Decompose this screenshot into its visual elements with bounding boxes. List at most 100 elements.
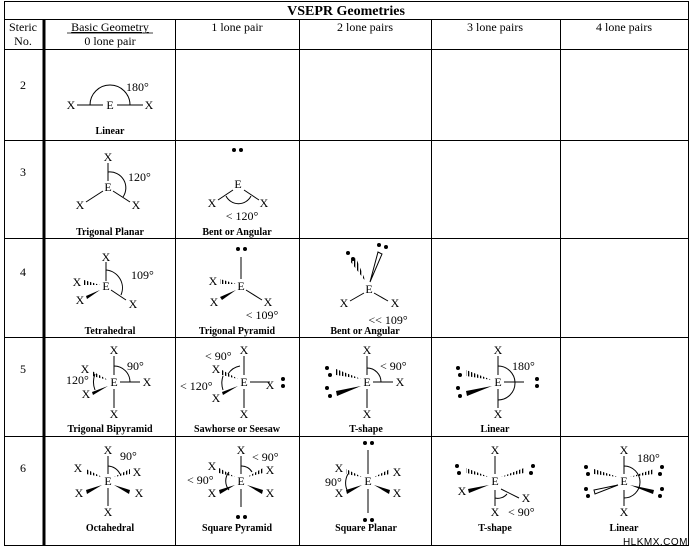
bond-angle-label: < 109° xyxy=(246,308,279,322)
ligand-atom: X xyxy=(494,343,503,357)
steric-number-5: 5 xyxy=(20,362,26,376)
ligand-atom: X xyxy=(135,486,144,500)
central-atom: E xyxy=(240,375,247,389)
steric-number-2: 2 xyxy=(20,78,26,92)
bond-angle-label: < 90° xyxy=(380,359,407,373)
bond-angle-label: 90° xyxy=(120,449,137,463)
ligand-atom: X xyxy=(212,391,221,405)
ligand-atom: X xyxy=(76,293,85,307)
geometry-name-square-pyramid: Square Pyramid xyxy=(202,523,273,534)
ligand-atom: X xyxy=(264,295,273,309)
steric-number-6: 6 xyxy=(20,461,26,475)
central-atom: E xyxy=(106,98,113,112)
ligand-atom: X xyxy=(208,459,217,473)
ligand-atom: X xyxy=(266,378,275,392)
central-atom: E xyxy=(102,279,109,293)
table-title: VSEPR Geometries xyxy=(287,4,405,19)
ligand-atom: X xyxy=(522,491,531,505)
geometry-name-tetrahedral: Tetrahedral xyxy=(85,326,136,337)
geometry-name-trigonal-planar: Trigonal Planar xyxy=(76,227,144,238)
diagram-square-planar: E X X X X 90° Square Planar xyxy=(325,441,402,534)
ligand-atom: X xyxy=(208,196,217,210)
diagram-square-pyramid: E X X X X X < 90° < 90° Square Pyramid xyxy=(187,443,279,534)
bond-angle-label: 109° xyxy=(131,268,154,282)
bond-angle-label: 90° xyxy=(325,475,342,489)
geometry-name-trigonal-bipyramid: Trigonal Bipyramid xyxy=(67,424,153,435)
ligand-atom: X xyxy=(110,407,119,421)
geometry-name-t-shape: T-shape xyxy=(349,424,383,435)
ligand-atom: X xyxy=(393,465,402,479)
ligand-atom: X xyxy=(335,461,344,475)
bond-angle-label: < 90° xyxy=(205,349,232,363)
ligand-atom: X xyxy=(391,296,400,310)
header-two-lone-pairs: 2 lone pairs xyxy=(337,20,393,34)
header-steric-line1: Steric xyxy=(9,20,37,34)
ligand-atom: X xyxy=(67,98,76,112)
diagram-linear-5: E X X 180° Linear xyxy=(456,343,539,435)
diagram-trigonal-pyramid: E X X X < 109° Trigonal Pyramid xyxy=(199,247,279,337)
diagram-bent-3: E X X < 120° Bent or Angular xyxy=(202,148,272,238)
central-atom: E xyxy=(494,375,501,389)
diagram-linear-6: E X X 180° Linear xyxy=(584,443,664,534)
geometry-name-square-planar: Square Planar xyxy=(335,523,397,534)
diagram-t-shape-5: E X X X < 90° T-shape xyxy=(325,343,407,435)
bond-angle-label: < 90° xyxy=(252,450,279,464)
ligand-atom: X xyxy=(335,486,344,500)
ligand-atom: X xyxy=(129,297,138,311)
ligand-atom: X xyxy=(393,486,402,500)
geometry-name-trigonal-pyramid: Trigonal Pyramid xyxy=(199,326,276,337)
bond-angle-label: 180° xyxy=(512,359,535,373)
ligand-atom: X xyxy=(81,362,90,376)
header-three-lone-pairs: 3 lone pairs xyxy=(467,20,523,34)
ligand-atom: X xyxy=(340,296,349,310)
ligand-atom: X xyxy=(145,98,154,112)
ligand-atom: X xyxy=(620,505,629,519)
bond-angle-label: 180° xyxy=(126,80,149,94)
bond-angle-label: < 120° xyxy=(180,379,213,393)
bond-angle-label: << 109° xyxy=(368,313,408,327)
geometry-name-seesaw: Sawhorse or Seesaw xyxy=(194,424,281,435)
ligand-atom: X xyxy=(491,505,500,519)
ligand-atom: X xyxy=(104,505,113,519)
ligand-atom: X xyxy=(210,295,219,309)
diagram-linear-2: E X X 180° Linear xyxy=(67,80,154,137)
central-atom: E xyxy=(237,279,244,293)
header-four-lone-pairs: 4 lone pairs xyxy=(596,20,652,34)
header-steric-line2: No. xyxy=(14,34,32,48)
ligand-atom: X xyxy=(240,407,249,421)
central-atom: E xyxy=(104,180,111,194)
ligand-atom: X xyxy=(74,461,83,475)
ligand-atom: X xyxy=(237,443,246,457)
steric-number-4: 4 xyxy=(20,265,26,279)
central-atom: E xyxy=(363,375,370,389)
geometry-name-bent: Bent or Angular xyxy=(330,326,400,337)
ligand-atom: X xyxy=(266,486,275,500)
geometry-name-linear: Linear xyxy=(96,126,125,137)
ligand-atom: X xyxy=(363,343,372,357)
ligand-atom: X xyxy=(458,484,467,498)
ligand-atom: X xyxy=(132,198,141,212)
diagram-t-shape-6: E X X X X < 90° T-shape xyxy=(455,443,535,534)
ligand-atom: X xyxy=(494,407,503,421)
ligand-atom: X xyxy=(240,343,249,357)
table-grid xyxy=(4,1,689,546)
ligand-atom: X xyxy=(104,150,113,164)
header-one-lone-pair: 1 lone pair xyxy=(211,20,262,34)
bond-angle-label: < 90° xyxy=(508,505,535,519)
diagram-trigonal-planar: E X X X 120° Trigonal Planar xyxy=(76,150,151,238)
ligand-atom: X xyxy=(73,275,82,289)
ligand-atom: X xyxy=(260,196,269,210)
ligand-atom: X xyxy=(76,198,85,212)
central-atom: E xyxy=(364,474,371,488)
header-basic-geometry: Basic Geometry xyxy=(71,20,149,34)
ligand-atom: X xyxy=(133,465,142,479)
central-atom: E xyxy=(110,375,117,389)
ligand-atom: X xyxy=(82,387,91,401)
geometry-name-octahedral: Octahedral xyxy=(86,523,135,534)
watermark: HLKMX.COM xyxy=(622,537,688,548)
bond-angle-label: 120° xyxy=(66,373,89,387)
diagram-trigonal-bipyramid: E X X X X X 90° 120° Trigonal Bipyramid xyxy=(66,343,153,435)
bond-angle-label: 120° xyxy=(128,170,151,184)
diagram-tetrahedral: E X X X X 109° Tetrahedral xyxy=(73,250,154,337)
